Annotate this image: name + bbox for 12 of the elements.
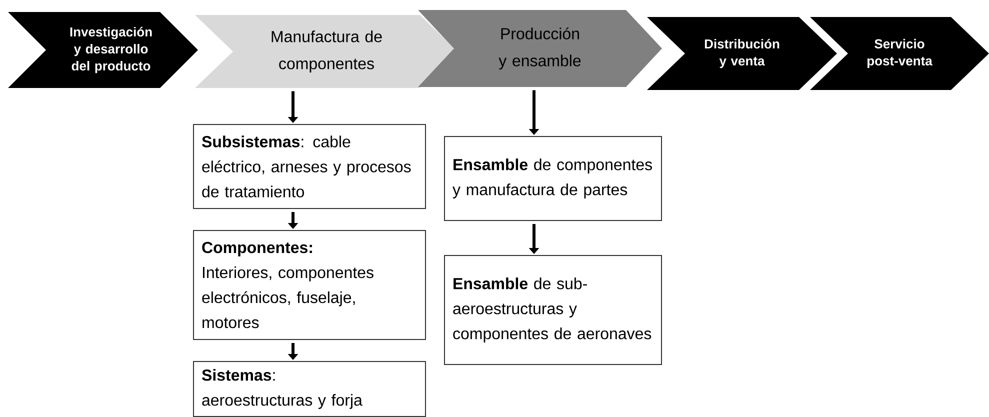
text-box: Ensamble de sub-aeroestructuras y componentes de aeronaves [444,255,662,365]
text-box: Subsistemas: cable eléctrico, arneses y procesos de tratamiento [193,124,426,209]
text-box: Ensamble de componentes y manufactura de partes [444,136,662,221]
text-box: Componentes: Interiores, componentes electrónicos, fuselaje, motores [193,230,426,340]
process-step: Manufactura de componentes [195,15,458,88]
node-label: Servicio post-venta [867,38,932,68]
process-step: Distribución y venta [647,17,837,90]
process-step: Investigación y desarrollo del producto [8,12,198,88]
text-box: Sistemas: aeroestructuras y forja [193,361,426,417]
process-step: Producción y ensamble [418,10,662,87]
node-label: Distribución y venta [704,38,780,68]
process-step: Servicio post-venta [810,17,989,90]
